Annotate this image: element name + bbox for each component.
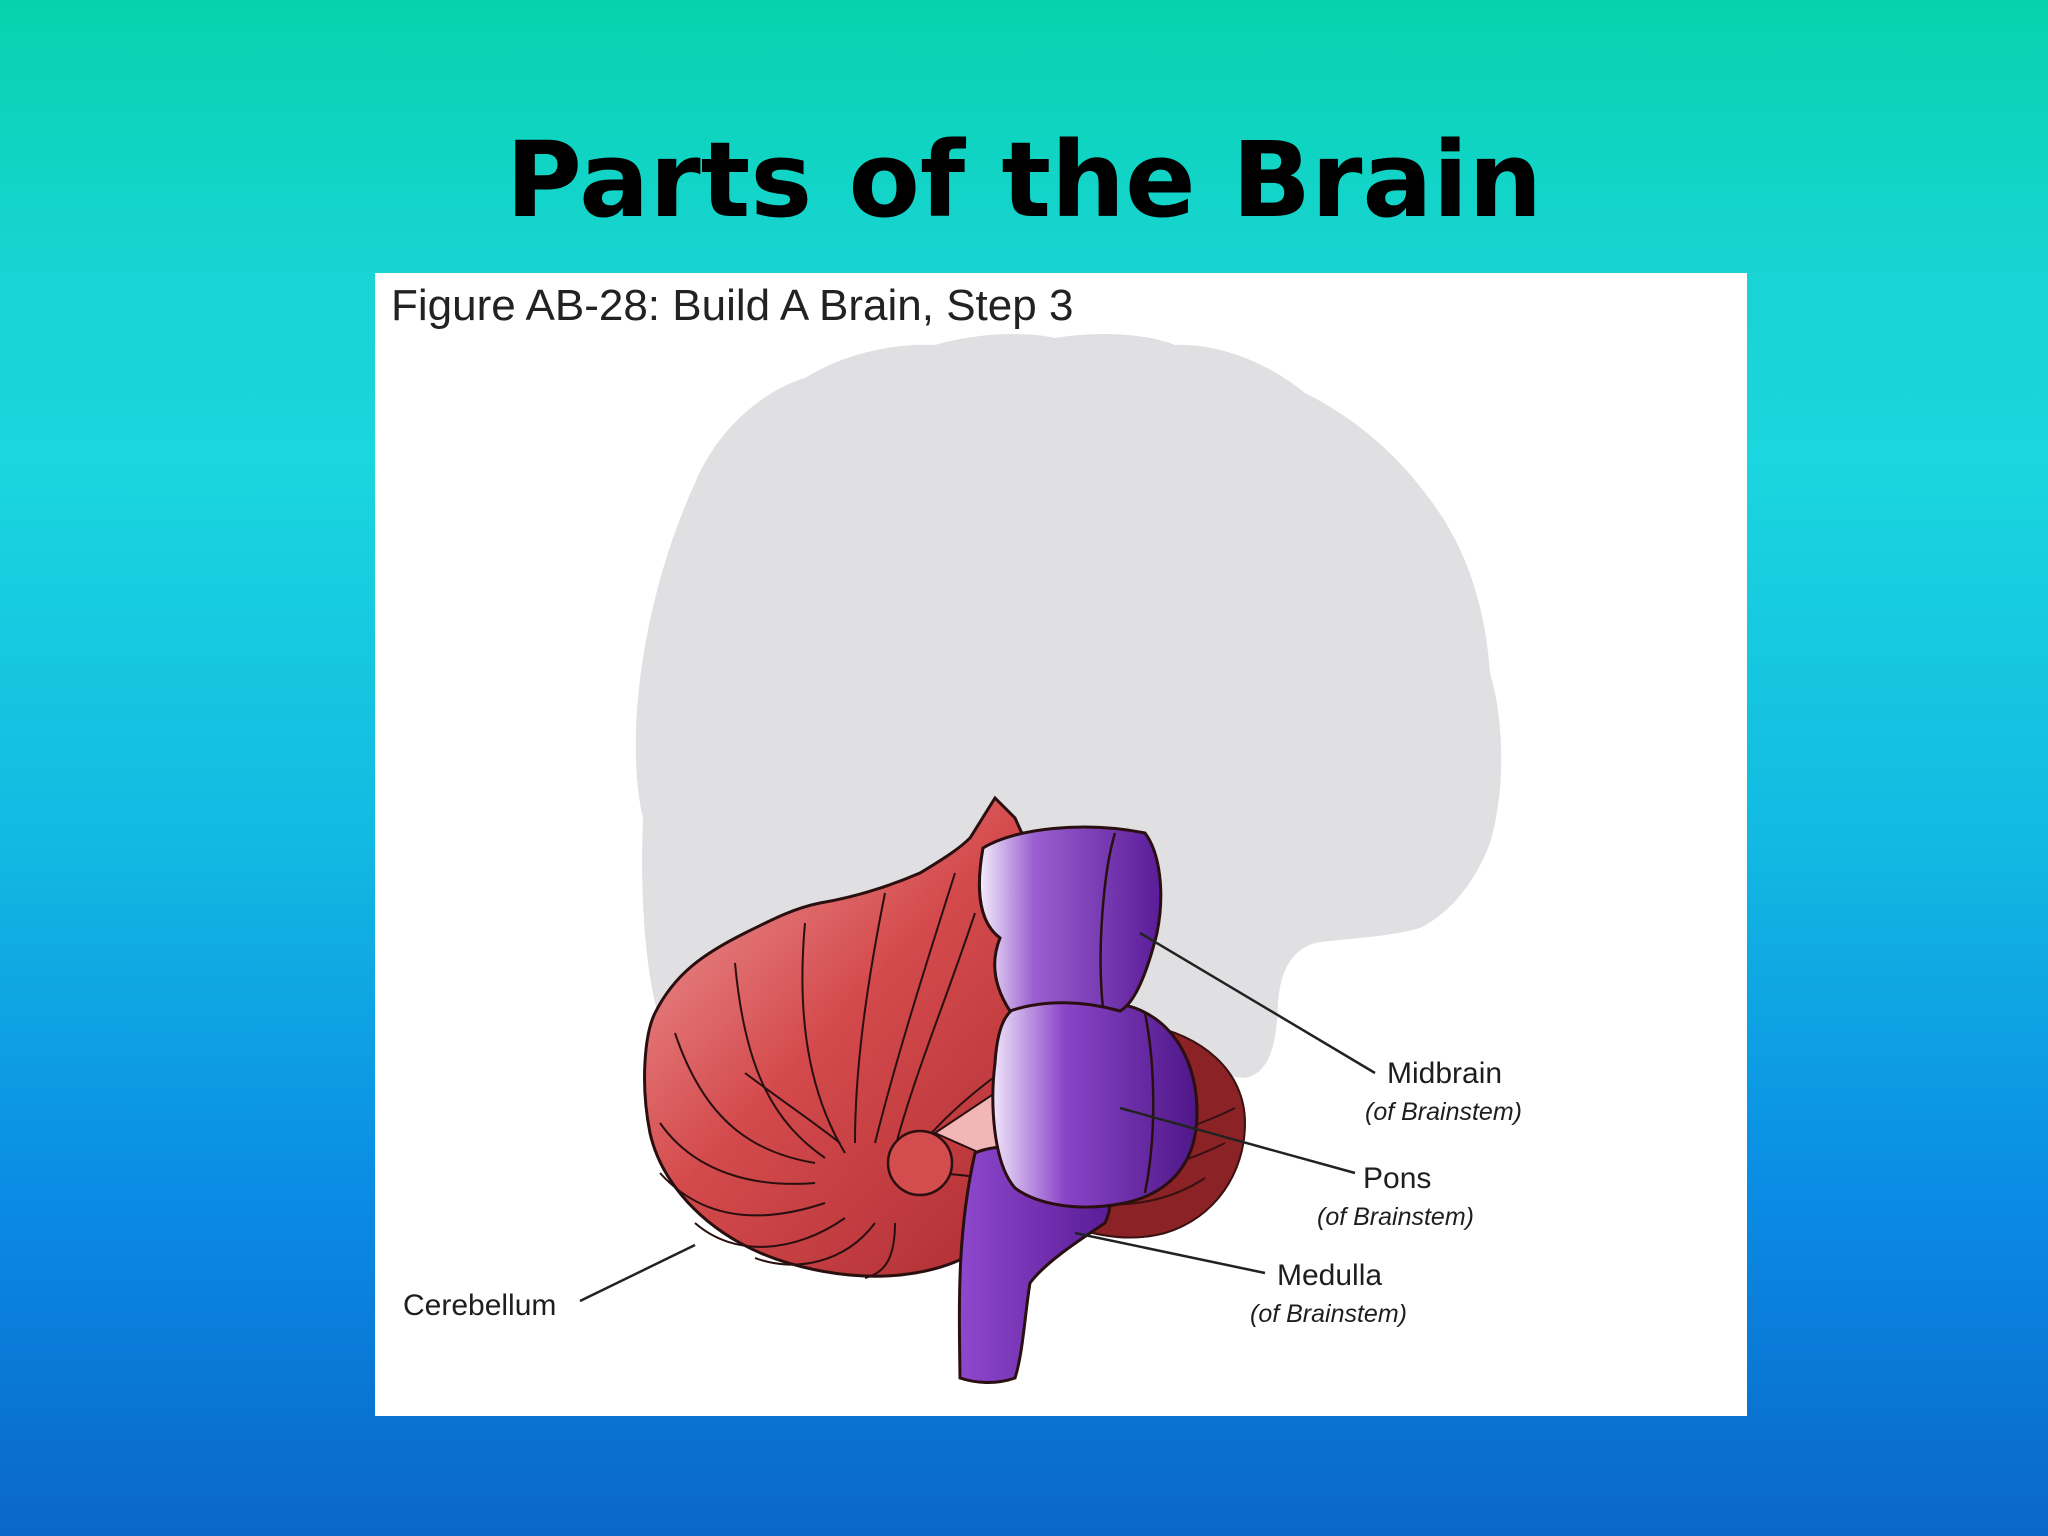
leader-lines (579, 931, 1376, 1303)
pons (991, 999, 1199, 1209)
medulla-note: (of Brainstem) (1250, 1300, 1407, 1328)
midbrain (977, 825, 1163, 1013)
figure-caption: Figure AB-28: Build A Brain, Step 3 (391, 281, 1074, 330)
midbrain-note: (of Brainstem) (1365, 1098, 1522, 1126)
cerebellum-leader-line (579, 1243, 696, 1303)
pons-furrow (1143, 1012, 1155, 1194)
medulla-leader-line (1074, 1231, 1266, 1275)
midbrain-leader-line (1139, 931, 1376, 1075)
medulla-label: Medulla (1277, 1259, 1382, 1292)
cerebrum-silhouette (635, 333, 1502, 1079)
cerebellum-label: Cerebellum (403, 1289, 556, 1322)
cerebellum-vermis (886, 1129, 954, 1197)
midbrain-furrow (1099, 832, 1117, 1009)
pons-note: (of Brainstem) (1317, 1203, 1474, 1231)
brain-diagram: Midbrain (of Brainstem) Pons (of Brainst… (403, 333, 1522, 1384)
midbrain-label: Midbrain (1387, 1057, 1502, 1090)
pons-label: Pons (1363, 1162, 1431, 1195)
pons-leader-line (1119, 1106, 1356, 1175)
figure-panel: Midbrain (of Brainstem) Pons (of Brainst… (375, 273, 1747, 1416)
slide-title: Parts of the Brain (505, 119, 1543, 241)
